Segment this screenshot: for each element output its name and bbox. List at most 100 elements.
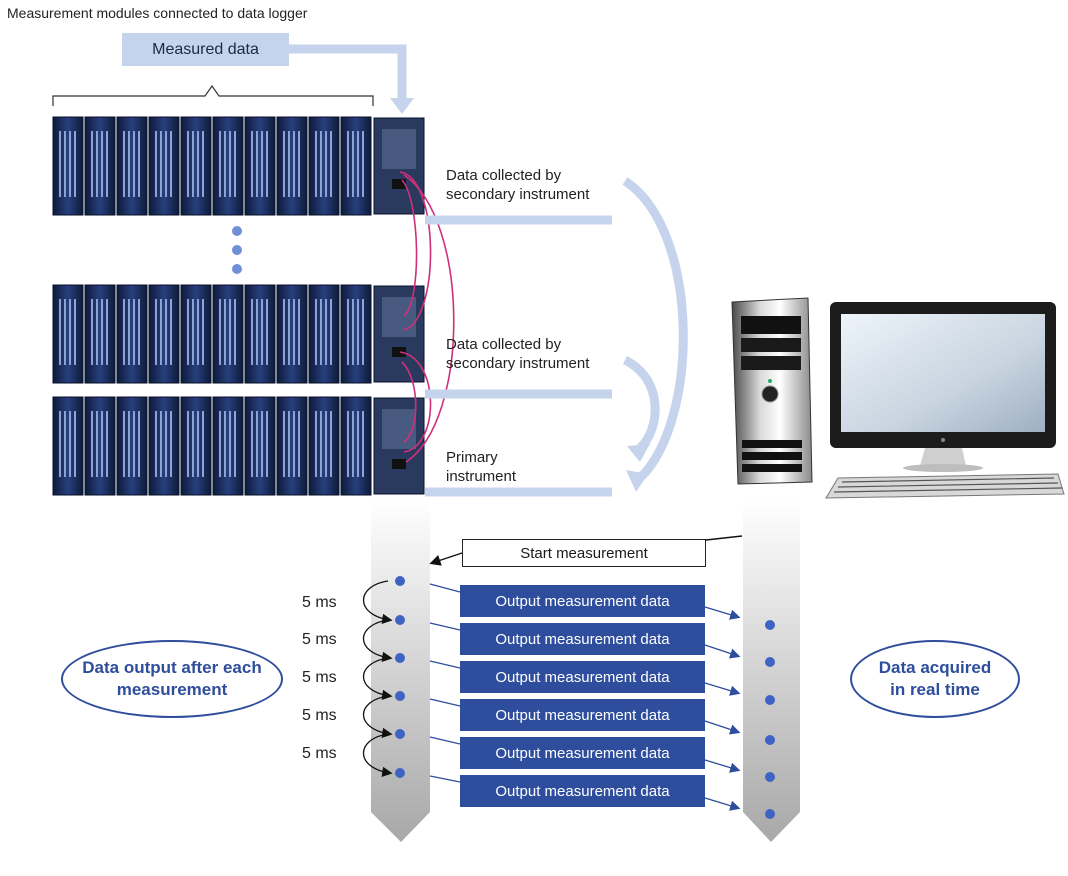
module-terminal xyxy=(234,411,236,477)
module-terminal xyxy=(261,411,263,477)
module-terminal xyxy=(91,411,93,477)
module-terminal xyxy=(352,299,354,365)
module-terminal xyxy=(256,411,258,477)
measurement-module xyxy=(180,284,212,384)
module-terminal xyxy=(106,131,108,197)
module-terminal xyxy=(91,131,93,197)
module-terminal xyxy=(283,131,285,197)
interval-label-1: 5 ms xyxy=(302,594,337,611)
module-terminal xyxy=(330,131,332,197)
module-terminal xyxy=(187,131,189,197)
module-terminal xyxy=(170,411,172,477)
module-terminal xyxy=(138,299,140,365)
ethernet-port xyxy=(392,179,406,189)
module-terminal xyxy=(357,411,359,477)
measurement-module xyxy=(244,396,276,496)
measured-data-arrow xyxy=(289,44,414,114)
measurement-module xyxy=(340,284,372,384)
module-terminal xyxy=(123,299,125,365)
output-arrows xyxy=(429,583,738,808)
measurement-module xyxy=(340,396,372,496)
module-terminal xyxy=(96,131,98,197)
module-terminal xyxy=(288,411,290,477)
module-terminal xyxy=(347,411,349,477)
module-terminal xyxy=(362,131,364,197)
measurement-module xyxy=(212,284,244,384)
module-terminal xyxy=(298,411,300,477)
module-terminal xyxy=(219,411,221,477)
module-terminal xyxy=(251,299,253,365)
module-terminal xyxy=(170,299,172,365)
module-terminal xyxy=(261,131,263,197)
diagram-title: Measurement modules connected to data lo… xyxy=(7,5,308,21)
module-terminal xyxy=(261,299,263,365)
module-terminal xyxy=(325,131,327,197)
measurement-module xyxy=(244,284,276,384)
interval-label-5: 5 ms xyxy=(302,745,337,762)
measurement-module xyxy=(308,284,340,384)
measurement-module xyxy=(116,116,148,216)
module-terminal xyxy=(59,411,61,477)
module-terminal xyxy=(266,411,268,477)
module-terminal xyxy=(160,299,162,365)
logger-panel xyxy=(382,129,416,169)
module-terminal xyxy=(123,131,125,197)
module-terminal xyxy=(59,299,61,365)
module-terminal xyxy=(133,299,135,365)
module-terminal xyxy=(101,299,103,365)
module-terminal xyxy=(298,299,300,365)
module-terminal xyxy=(357,131,359,197)
measurement-module xyxy=(212,116,244,216)
module-terminal xyxy=(320,299,322,365)
module-terminal xyxy=(187,411,189,477)
module-terminal xyxy=(330,411,332,477)
module-terminal xyxy=(123,411,125,477)
module-terminal xyxy=(128,411,130,477)
module-terminal xyxy=(325,411,327,477)
measurement-module xyxy=(52,396,84,496)
module-terminal xyxy=(160,411,162,477)
module-terminal xyxy=(330,299,332,365)
module-terminal xyxy=(128,299,130,365)
module-terminal xyxy=(155,131,157,197)
interval-label-2: 5 ms xyxy=(302,631,337,648)
module-terminal xyxy=(283,411,285,477)
module-terminal xyxy=(266,299,268,365)
secondary-label-2: Data collected by secondary instrument xyxy=(446,336,590,372)
measurement-module xyxy=(276,284,308,384)
module-terminal xyxy=(266,131,268,197)
module-terminal xyxy=(224,411,226,477)
module-terminal xyxy=(74,131,76,197)
output-box-2: Output measurement data xyxy=(460,623,705,655)
module-terminal xyxy=(59,131,61,197)
module-terminal xyxy=(320,411,322,477)
module-terminal xyxy=(320,131,322,197)
arrowhead-1 xyxy=(626,470,648,492)
module-terminal xyxy=(229,299,231,365)
module-terminal xyxy=(251,411,253,477)
module-terminal xyxy=(256,299,258,365)
measurement-module xyxy=(84,116,116,216)
module-terminal xyxy=(106,411,108,477)
measured-data-box: Measured data xyxy=(122,33,289,66)
secondary-label-1: Data collected by secondary instrument xyxy=(446,167,590,203)
module-terminal xyxy=(74,299,76,365)
output-box-6: Output measurement data xyxy=(460,775,705,807)
measurement-module xyxy=(116,284,148,384)
module-terminal xyxy=(347,299,349,365)
module-terminal xyxy=(293,411,295,477)
pc-dots xyxy=(765,620,775,819)
module-terminal xyxy=(165,299,167,365)
measurement-module xyxy=(308,396,340,496)
interval-label-3: 5 ms xyxy=(302,669,337,686)
module-terminal xyxy=(69,299,71,365)
module-terminal xyxy=(128,131,130,197)
module-terminal xyxy=(187,299,189,365)
start-measurement-arrow xyxy=(432,535,743,563)
module-terminal xyxy=(256,131,258,197)
output-box-4: Output measurement data xyxy=(460,699,705,731)
module-terminal xyxy=(133,411,135,477)
network-cables xyxy=(399,171,455,463)
module-terminal xyxy=(64,131,66,197)
